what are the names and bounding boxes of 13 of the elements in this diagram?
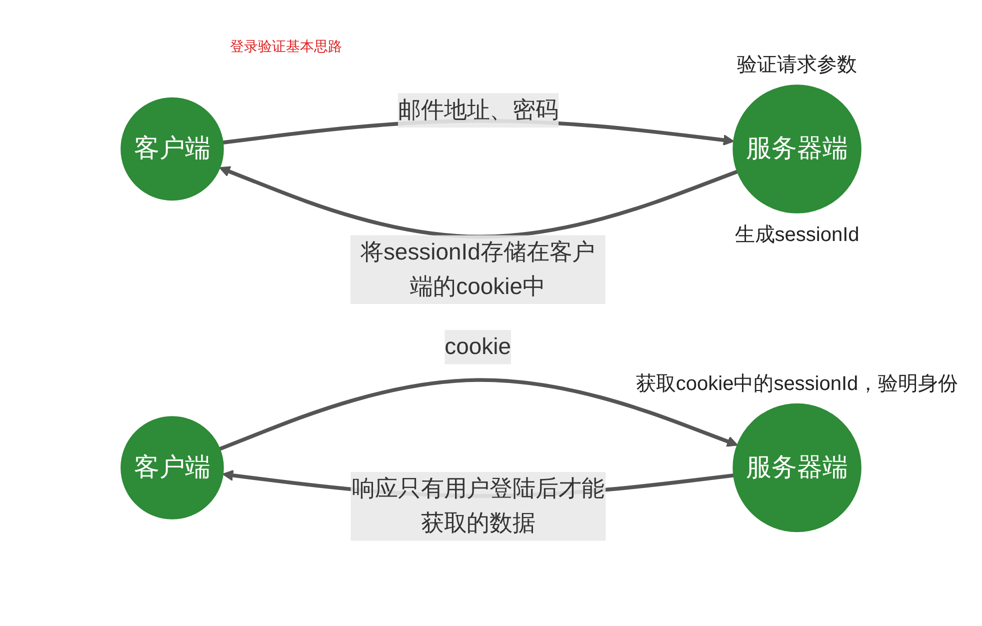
node-circle: 客户端: [120, 97, 224, 201]
node-caption: 生成sessionId: [734, 222, 860, 248]
node-caption: 获取cookie中的sessionId，验明身份: [636, 372, 958, 398]
node-circle: 客户端: [120, 416, 224, 520]
arrow: [218, 378, 738, 451]
edge-label: 邮件地址、密码: [398, 97, 559, 123]
edge-label: 响应只有用户登陆后才能获取的数据: [352, 476, 604, 536]
edge-label: 将sessionId存储在客户端的cookie中: [360, 239, 596, 299]
node-circle: 服务器端: [732, 403, 862, 532]
node-caption: 验证请求参数: [737, 53, 858, 78]
edge-label: cookie: [444, 334, 512, 360]
node-circle: 服务器端: [732, 84, 862, 214]
title: 登录验证基本思路: [230, 38, 342, 56]
